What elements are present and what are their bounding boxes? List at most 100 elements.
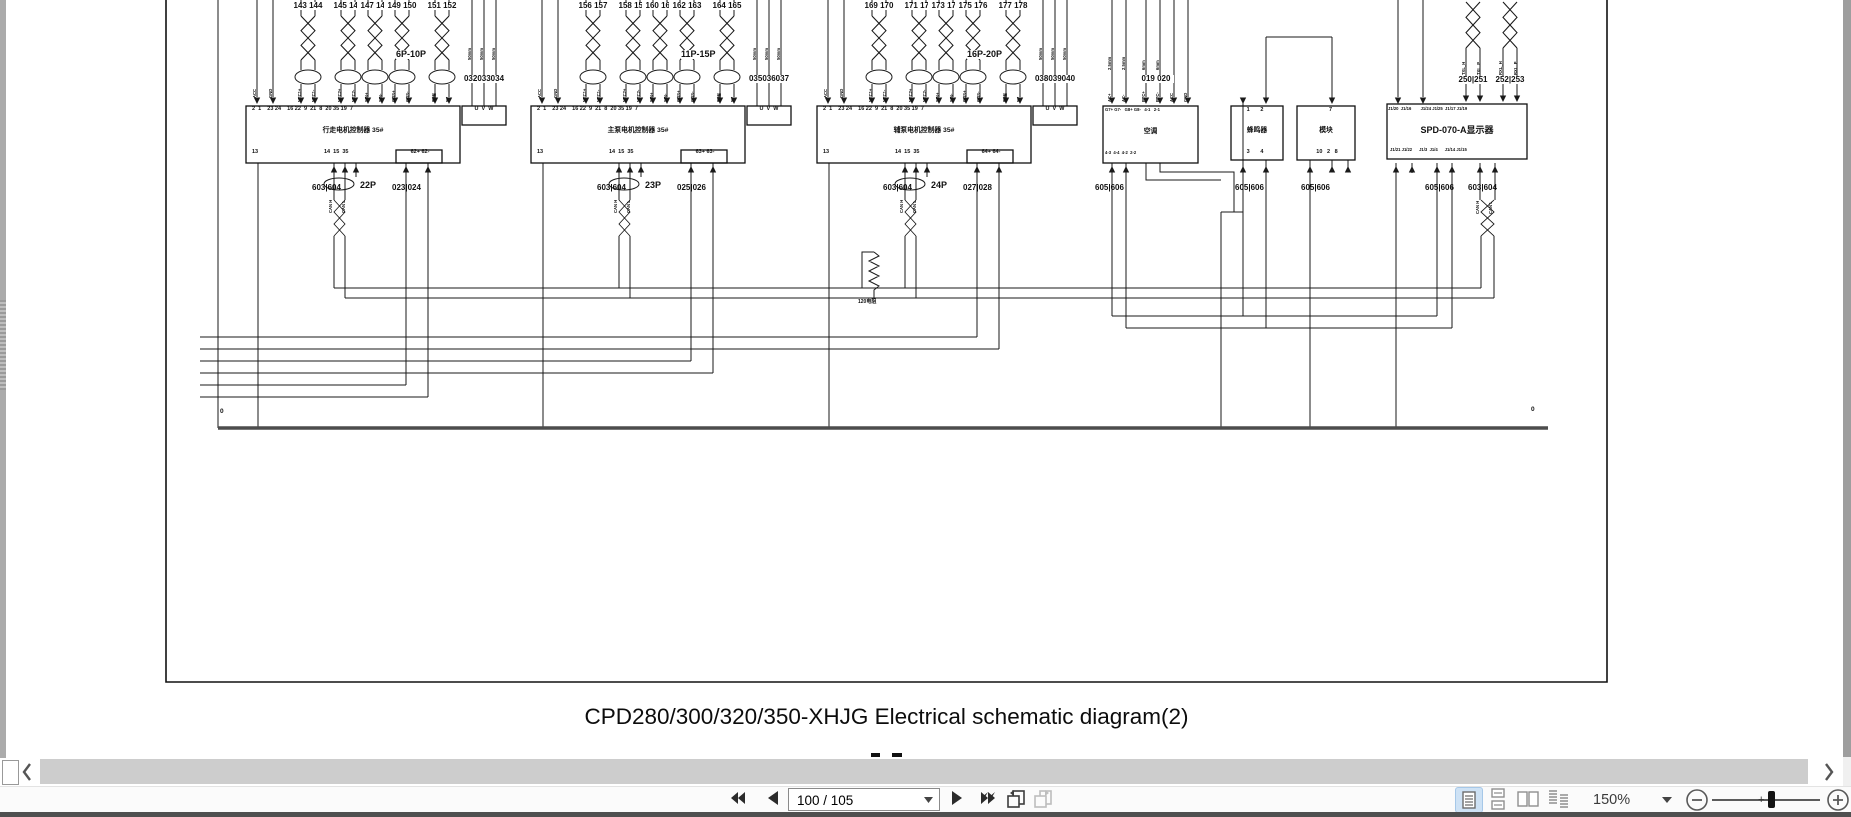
scroll-right-icon[interactable] [1820,762,1836,782]
phase-wire-numbers: 032033034 [456,75,512,83]
terminal-row: 1 2 [1246,107,1264,113]
terminal-13: 13 [823,149,830,155]
zoom-out-button[interactable] [1685,788,1709,812]
sensor-label: NTC1+ [582,88,587,102]
wire-pair-label: 147 148 [357,2,393,10]
wire-pair-label: 151 152 [424,2,460,10]
horizontal-scrollbar[interactable] [0,758,1851,786]
scrollbar-corner-grip[interactable] [2,760,19,785]
terminal-row: 3 4 [1246,149,1264,155]
can-pair-numbers: 603|604 [597,183,626,192]
wire-size-label: 50mm [1038,47,1043,60]
controller-box-label: 行走电机控制器 35# [322,127,384,134]
terminal-row: 4-3 4-4 4-2 2-2 [1105,150,1137,155]
sensor-label: NTC1- [596,89,601,102]
wire-size-label: 50mm [467,47,472,60]
wire-size-label: 50mm [776,47,781,60]
can-l-label: CAN L [626,200,631,213]
acc-label: ACC [537,88,542,98]
page-indicator: 100 / 105 [797,793,854,808]
sensor-label: COS+ [962,90,967,102]
wire-size-label: 50mm [752,47,757,60]
next-page-button[interactable] [948,788,966,808]
wire-size-label: 50mm [1050,47,1055,60]
gnd-label: GND [839,88,844,98]
display-box-label: SPD-070-A显示器 [1420,125,1494,135]
uvw-terminals: U V W [759,106,779,112]
can-pair-numbers: 605|606 [1235,183,1264,192]
wire-pair-label: 252|253 [1492,76,1528,84]
sensor-label: COS+ [391,90,396,102]
connector-label: 16P-20P [967,49,1003,59]
can-plug-label: 22P [360,180,377,190]
sensor-label: NTC2- [922,89,927,102]
terminating-resistor-label: 120电阻 [858,299,877,305]
two-page-icon [1517,791,1539,807]
module-box-label: 模块 [1319,127,1333,134]
continuous-view-button[interactable] [1485,787,1511,811]
schematic-drawing [165,0,1608,683]
continuous-page-icon [1491,788,1505,810]
acc-label: ACC [823,88,828,98]
wire-numbers: 019 020 [1138,75,1174,83]
pair-wire-label: RXL_P [1513,61,1518,76]
can-l-label: CAN L [912,200,917,213]
terminal-row: 14 15 35 [324,149,349,155]
sensor-label: NTC2+ [908,88,913,102]
previous-view-button[interactable] [1005,788,1027,810]
first-page-button[interactable] [726,788,750,808]
sensor-label: SIN+ [935,92,940,102]
zoom-slider-track[interactable] [1712,799,1820,801]
wire-pair-label: 160 161 [642,2,678,10]
buzzer-box-label: 蜂鸣器 [1246,127,1268,134]
gnd-label: GND [1183,92,1188,102]
page-dropdown-icon[interactable] [924,797,933,803]
pair-wire-label: TXL_H [1461,61,1466,75]
zero-bus-label: 0 [1531,406,1535,413]
horizontal-scrollbar-thumb[interactable] [40,759,1808,784]
vertical-scrollbar-thumb[interactable] [1843,0,1851,757]
sensor-label: SIN- [949,93,954,102]
page-number-input[interactable]: 100 / 105 [788,788,940,811]
wire-pair-label: 156 157 [575,2,611,10]
controller-box-label: 辅泵电机控制器 35# [893,127,955,134]
last-page-button[interactable] [976,788,1000,808]
zoom-in-button[interactable] [1826,788,1850,812]
sensor-label: 屏蔽 [1002,93,1007,102]
component-boxes [245,103,1528,164]
wire-pair-label: 250|251 [1455,76,1491,84]
wire-pair-label: 149 150 [384,2,420,10]
scroll-left-icon[interactable] [20,762,36,782]
sensor-label: SIN- [663,93,668,102]
out-pair-numbers: 027|028 [963,183,992,192]
sensor-label: 5V [730,96,735,102]
pair-wire-label: RXL_H [1498,61,1503,75]
wire-size-label: 50mm [491,47,496,60]
wire-pair-label: 145 146 [330,2,366,10]
sensor-label: 屏蔽 [431,93,436,102]
phase-wire-numbers: 035036037 [741,75,797,83]
zoom-slider-handle[interactable] [1768,791,1775,808]
window-bottom-edge [0,812,1851,817]
can-pair-numbers: 603|604 [883,183,912,192]
two-page-view-button[interactable] [1515,787,1541,811]
sensor-label: NTC2- [636,89,641,102]
sub-terminals: 62+ 62- [410,149,430,155]
wires [200,0,1518,428]
sensor-label: NTC2+ [622,88,627,102]
terminal-row: 14 15 35 [895,149,920,155]
terminal-row: 10 2 8 [1316,149,1338,155]
next-view-button[interactable] [1032,788,1054,810]
continuous-two-page-view-button[interactable] [1545,787,1571,811]
terminal-row: 2 1 23 24 16 22 9 21 8 20 35 19 7 [823,106,924,112]
phase-wire-numbers: 038039040 [1027,75,1083,83]
can-l-label: CAN L [341,200,346,213]
single-page-view-button[interactable] [1455,787,1483,813]
vertical-scrollbar[interactable] [1843,0,1851,786]
terminal-row: 2 1 23 24 16 22 9 21 8 20 35 19 7 [537,106,638,112]
sensor-label: 屏蔽 [716,93,721,102]
zoom-dropdown-icon[interactable] [1662,797,1672,804]
sub-terminals: 64+ 64- [981,149,1001,155]
previous-page-button[interactable] [764,788,782,808]
controller-box-label: 主泵电机控制器 35# [607,127,669,134]
